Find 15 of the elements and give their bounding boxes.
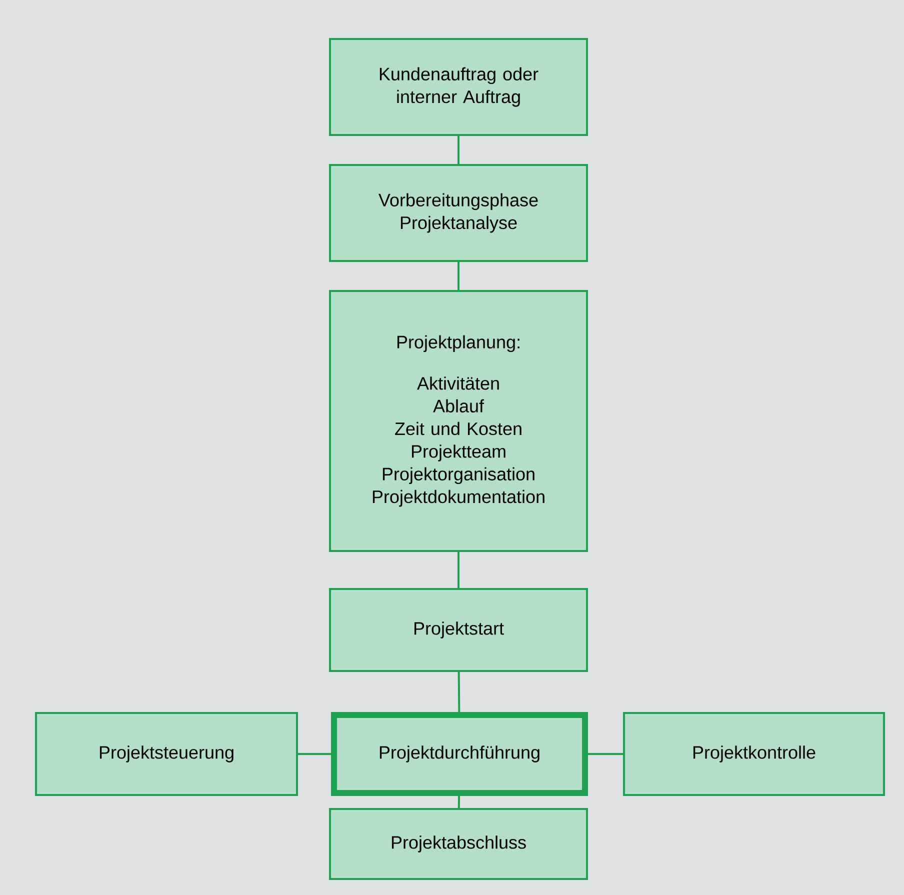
process-box: Kundenauftrag oder interner Auftrag — [329, 38, 588, 136]
connector-line — [298, 752, 331, 755]
process-box: Projektkontrolle — [623, 712, 885, 796]
connector-line — [458, 796, 460, 808]
connector-line — [458, 136, 460, 164]
process-box: Projektabschluss — [329, 808, 588, 880]
connector-line — [458, 552, 460, 588]
process-box: Projektdurchführung — [331, 712, 588, 796]
process-box: Vorbereitungsphase Projektanalyse — [329, 164, 588, 262]
process-box: Projektstart — [329, 588, 588, 672]
connector-line — [588, 752, 623, 755]
process-box: Projektsteuerung — [35, 712, 298, 796]
connector-line — [458, 672, 460, 712]
connector-line — [458, 262, 460, 290]
process-box: Projektplanung: Aktivitäten Ablauf Zeit und Kosten Projektteam Projektorganisation Projektdokumentation — [329, 290, 588, 552]
